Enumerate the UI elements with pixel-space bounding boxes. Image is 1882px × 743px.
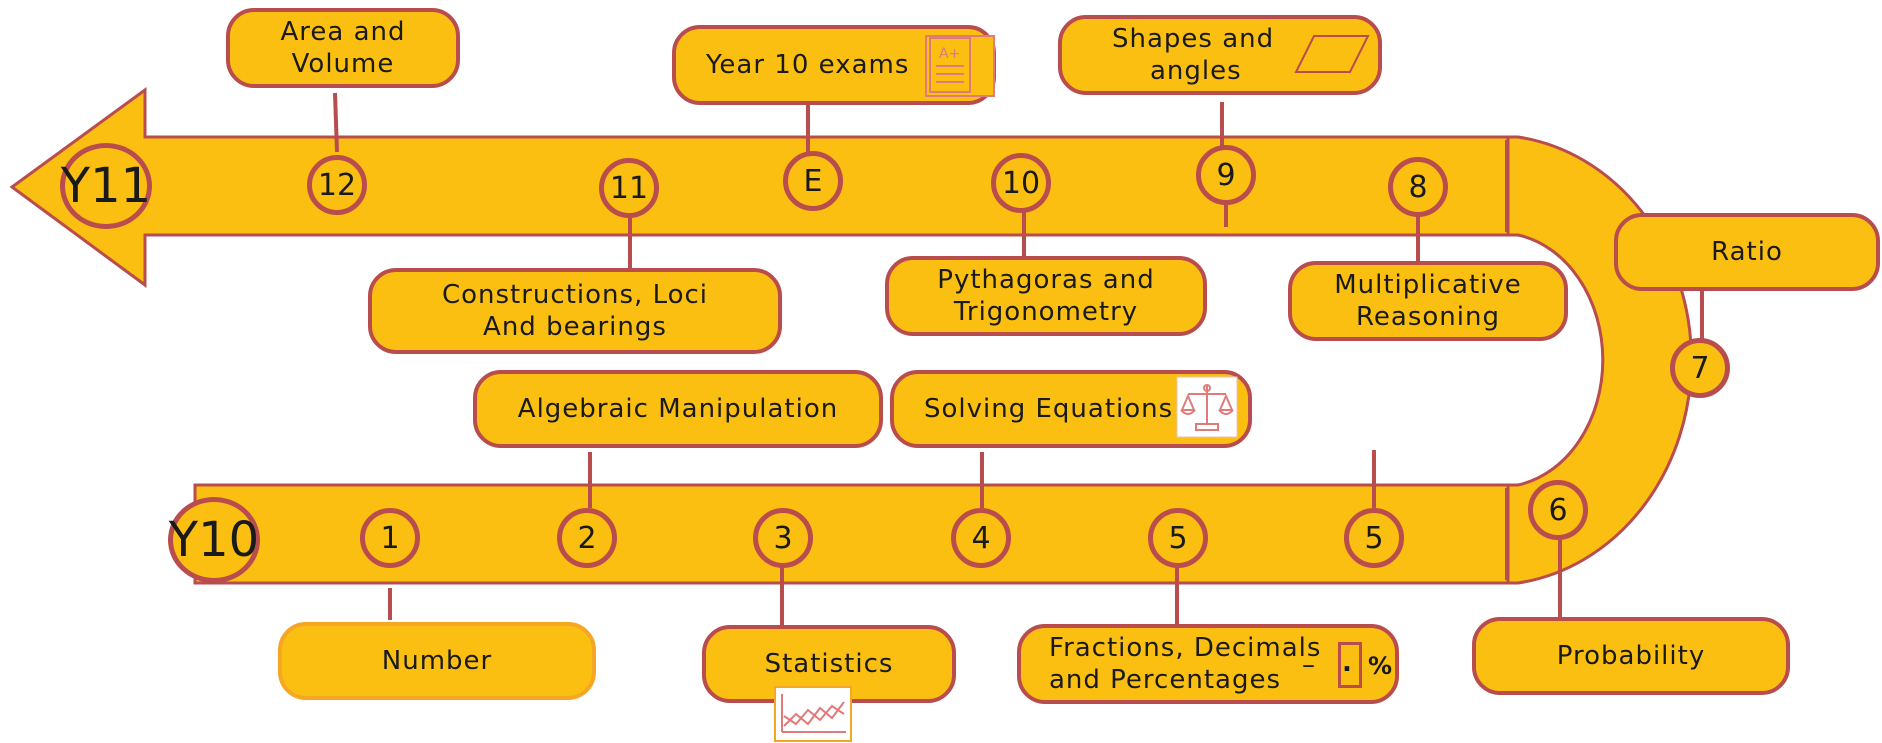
year-11-badge: Y11 <box>60 143 152 229</box>
topic-probability: Probability <box>1472 617 1790 695</box>
topic-ratio: Ratio <box>1614 213 1880 291</box>
year-10-badge: Y10 <box>168 497 260 583</box>
node-5a: 5 <box>1148 508 1208 568</box>
node-2: 2 <box>557 508 617 568</box>
year-10-label: Y10 <box>168 512 260 568</box>
connector-lines <box>333 92 1704 625</box>
percent-glyph: % <box>1368 652 1393 680</box>
year-11-label: Y11 <box>60 158 152 214</box>
node-7: 7 <box>1670 338 1730 398</box>
exam-grade-text: A+ <box>939 46 960 62</box>
y11-band-arrow <box>9 87 1510 288</box>
decimal-box-glyph <box>1338 642 1362 688</box>
node-11: 11 <box>599 158 659 218</box>
topic-shapes-and-angles: Shapes and angles <box>1058 15 1382 95</box>
decimal-dot-glyph: . <box>1342 648 1352 678</box>
node-10: 10 <box>991 153 1051 213</box>
parallelogram-icon <box>1294 35 1370 73</box>
node-5b: 5 <box>1344 508 1404 568</box>
topic-number: Number <box>278 622 596 700</box>
topic-multiplicative-reasoning: Multiplicative Reasoning <box>1288 261 1568 341</box>
node-6: 6 <box>1528 480 1588 540</box>
node-12: 12 <box>307 155 367 215</box>
fraction-decimal-percent-icon: – . % <box>1300 638 1404 694</box>
node-1: 1 <box>360 508 420 568</box>
node-9: 9 <box>1196 145 1256 205</box>
topic-algebraic-manipulation: Algebraic Manipulation <box>473 370 883 448</box>
topic-area-and-volume: Area and Volume <box>226 8 460 88</box>
exam-paper-icon: A+ <box>925 35 995 97</box>
balance-scales-icon <box>1176 376 1238 438</box>
line-graph-icon <box>774 686 852 742</box>
topic-constructions-loci-bearings: Constructions, Loci And bearings <box>368 268 782 354</box>
node-4: 4 <box>951 508 1011 568</box>
node-8: 8 <box>1388 157 1448 217</box>
topic-fractions-decimals-percentages: Fractions, Decimals and Percentages <box>1017 624 1399 704</box>
node-3: 3 <box>753 508 813 568</box>
node-e: E <box>783 151 843 211</box>
topic-pythagoras-trigonometry: Pythagoras and Trigonometry <box>885 256 1207 336</box>
fraction-dash-glyph: – <box>1302 650 1315 680</box>
